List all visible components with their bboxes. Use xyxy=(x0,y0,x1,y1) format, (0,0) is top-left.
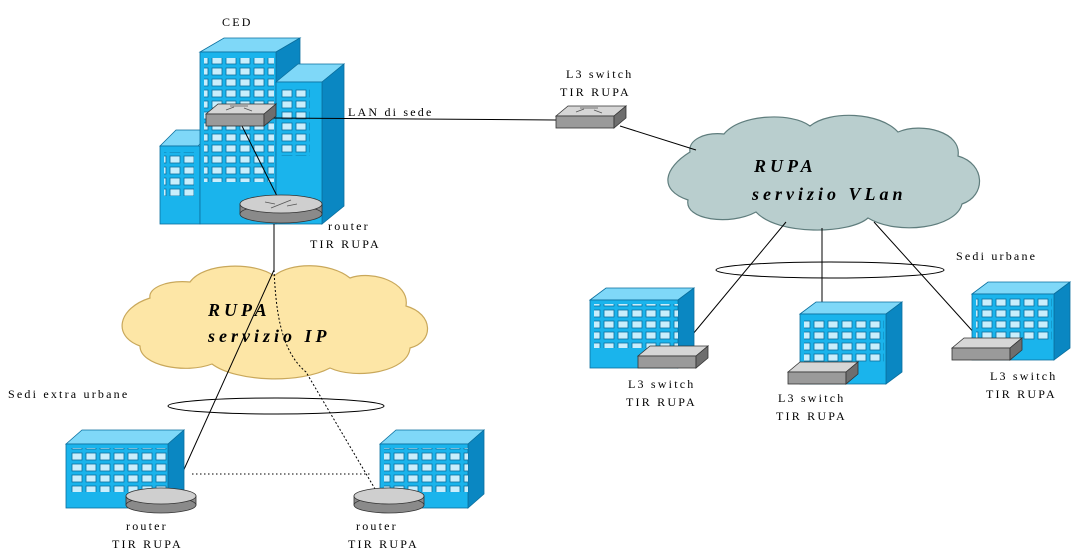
top-switch-label-1: L3 switch xyxy=(566,67,633,81)
cloud-ip-title: RUPA xyxy=(207,300,271,320)
urban-switch-3-label-2: TIR RUPA xyxy=(986,387,1057,401)
ced-building-icon xyxy=(159,37,346,225)
cloud-vlan-subtitle: servizio VLan xyxy=(751,184,907,204)
cloud-vlan-title: RUPA xyxy=(753,156,817,176)
sedi-extra-ring xyxy=(167,397,385,415)
urban-switch-3-label-1: L3 switch xyxy=(990,369,1057,383)
extra-router-1-label-1: router xyxy=(126,519,168,533)
sedi-extra-label: Sedi extra urbane xyxy=(8,387,129,401)
urban-site-2 xyxy=(786,301,904,385)
top-switch-label-2: TIR RUPA xyxy=(560,85,631,99)
extra-site-1 xyxy=(64,429,197,514)
extra-router-1-label-2: TIR RUPA xyxy=(112,537,183,550)
extra-router-2-label-2: TIR RUPA xyxy=(348,537,419,550)
ced-router-icon xyxy=(239,194,323,224)
extra-router-2-label-1: router xyxy=(356,519,398,533)
cloud-vlan xyxy=(667,114,981,231)
cloud-ip xyxy=(121,265,429,380)
cloud-ip-subtitle: servizio IP xyxy=(207,326,331,346)
ced-router-label-2: TIR RUPA xyxy=(310,237,381,251)
connections xyxy=(171,117,987,497)
urban-site-3 xyxy=(950,281,1072,361)
extra-site-2 xyxy=(353,429,486,514)
urban-switch-1-label-2: TIR RUPA xyxy=(626,395,697,409)
urban-switch-2-label-1: L3 switch xyxy=(778,391,845,405)
ced-switch-icon xyxy=(204,103,278,127)
urban-switch-1-label-1: L3 switch xyxy=(628,377,695,391)
lan-label: LAN di sede xyxy=(348,105,434,119)
top-switch-icon xyxy=(554,105,628,129)
sedi-urbane-label: Sedi urbane xyxy=(956,249,1037,263)
urban-switch-2-label-2: TIR RUPA xyxy=(776,409,847,423)
urban-site-1 xyxy=(588,287,710,369)
sedi-urbane-ring xyxy=(715,261,945,279)
ced-label: CED xyxy=(222,15,253,29)
ced-router-label-1: router xyxy=(328,219,370,233)
